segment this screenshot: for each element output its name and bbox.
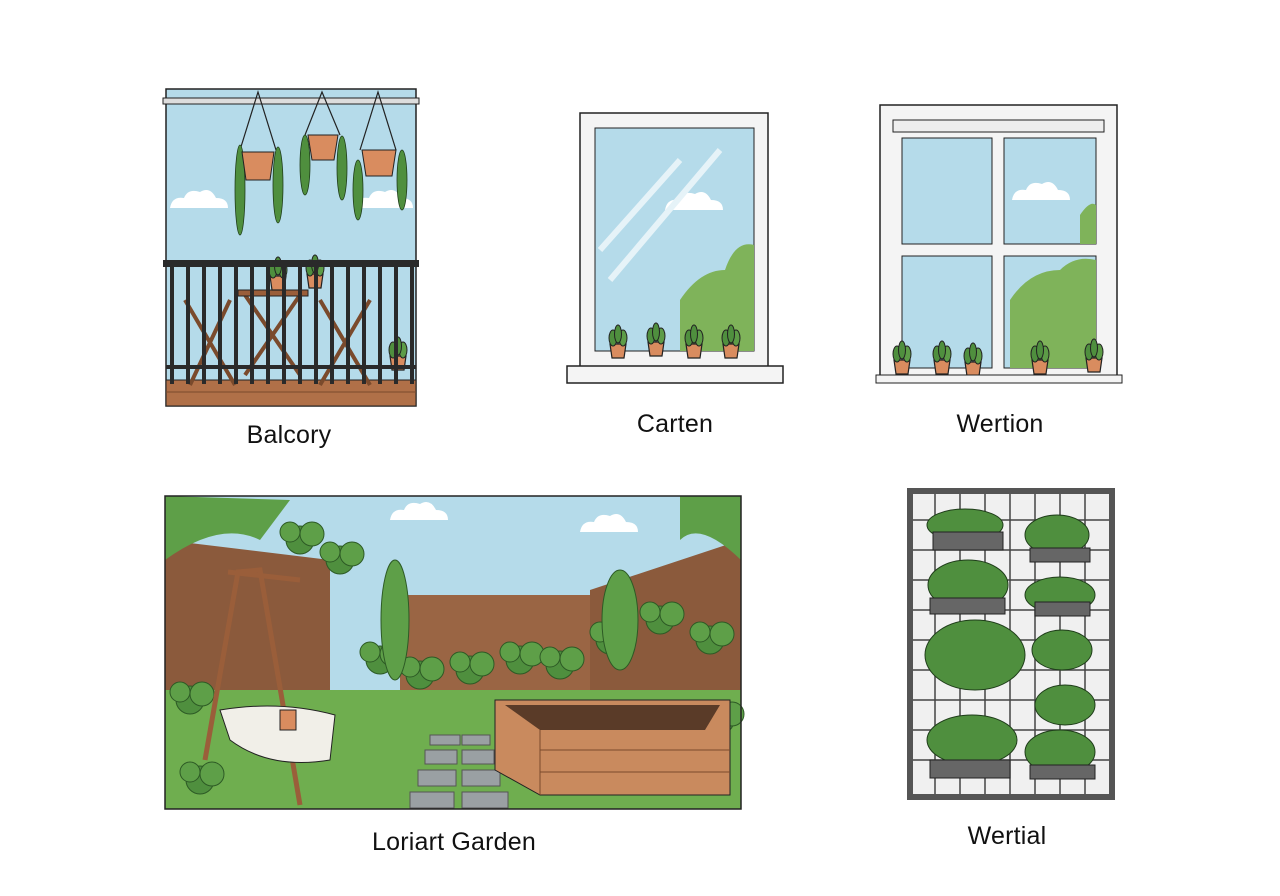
panel-label-balcony: Balcory (246, 421, 332, 449)
panel-label-four-pane-window: Wertion (956, 410, 1044, 438)
panel-label-window-sill: Carten (636, 410, 714, 438)
panel-label-vertical-wall: Wertial (967, 822, 1047, 850)
backyard-illustration (164, 495, 745, 810)
panel-label-backyard: Loriart Garden (372, 828, 536, 856)
four-pane-window-illustration (875, 104, 1123, 384)
balcony-illustration (162, 88, 420, 407)
window-sill-illustration (566, 112, 784, 384)
vertical-wall-illustration (907, 488, 1115, 800)
